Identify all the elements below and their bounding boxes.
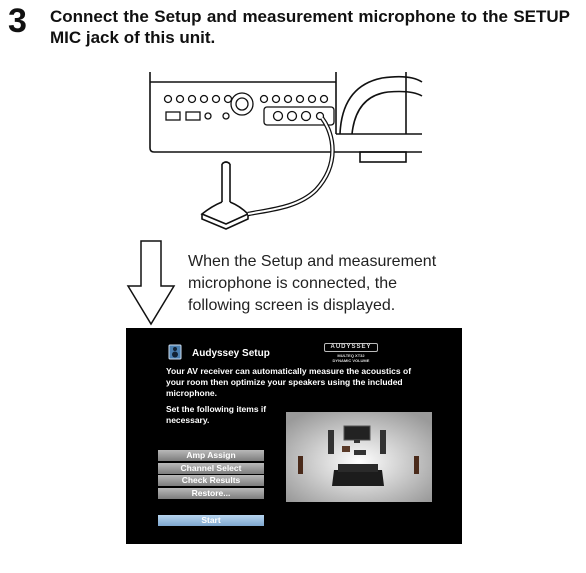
speaker-right-surround [414, 456, 419, 474]
audyssey-logo: AUDYSSEY MULTEQ XT32 DYNAMIC VOLUME [324, 343, 378, 363]
note-line: following screen is displayed. [188, 297, 396, 314]
tv-icon [343, 425, 371, 441]
step-number: 3 [8, 2, 27, 40]
front-panel-jacks [163, 92, 335, 126]
microphone-cable [247, 116, 335, 217]
screen-title: Audyssey Setup [192, 348, 270, 359]
brand-line-1: MULTEQ XT32 [337, 353, 365, 358]
receiver-icon [149, 72, 423, 163]
receiver-unit [354, 450, 366, 455]
speaker-icon [168, 344, 182, 360]
speaker-center [342, 446, 350, 452]
brand-line-2: DYNAMIC VOLUME [332, 358, 370, 363]
step-title: Connect the Setup and measurement microp… [50, 7, 570, 47]
receiver-microphone-illustration [149, 72, 423, 230]
down-arrow-icon [126, 240, 176, 326]
sofa-icon [332, 470, 384, 486]
screen-hint: Set the following items if necessary. [166, 404, 267, 425]
speaker-left-surround [298, 456, 303, 474]
check-results-button[interactable]: Check Results [158, 475, 264, 486]
channel-select-button[interactable]: Channel Select [158, 463, 264, 474]
note-line: When the Setup and measurement [188, 253, 437, 270]
speaker-left-front [328, 430, 334, 454]
amp-assign-button[interactable]: Amp Assign [158, 450, 264, 461]
screen-description: Your AV receiver can automatically measu… [166, 366, 412, 398]
speaker-right-front [380, 430, 386, 454]
audyssey-setup-screen: Audyssey Setup AUDYSSEY MULTEQ XT32 DYNA… [126, 328, 462, 544]
restore-button[interactable]: Restore... [158, 488, 264, 499]
connection-note: When the Setup and measurement microphon… [188, 251, 488, 317]
microphone-icon [200, 161, 250, 230]
brand-logo: AUDYSSEY [324, 343, 378, 352]
room-illustration [286, 412, 432, 502]
start-button[interactable]: Start [158, 515, 264, 526]
note-line: microphone is connected, the [188, 275, 398, 292]
